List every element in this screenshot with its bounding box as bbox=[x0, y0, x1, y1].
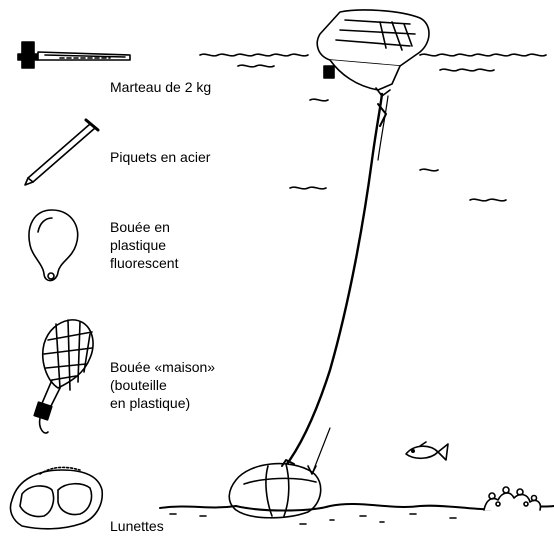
surface-buoy bbox=[316, 9, 430, 97]
mooring-line bbox=[282, 92, 389, 470]
fish-icon bbox=[405, 441, 449, 461]
seabed-coral bbox=[483, 486, 542, 511]
homemade-buoy-label-line-2: (bouteille bbox=[110, 377, 167, 393]
anchor-stone bbox=[228, 427, 331, 519]
water-surface bbox=[199, 53, 547, 202]
hammer-label-line: Marteau de 2 kg bbox=[110, 79, 212, 95]
buoy-label: Bouée en plastique fluorescent bbox=[110, 218, 178, 272]
goggles-icon bbox=[9, 466, 104, 530]
steel-stake-icon bbox=[24, 118, 100, 186]
plastic-buoy-icon bbox=[28, 209, 79, 282]
stakes-label: Piquets en acier bbox=[110, 148, 210, 166]
homemade-buoy-label-line-3: en plastique) bbox=[110, 395, 191, 411]
goggles-label-line: Lunettes bbox=[110, 518, 164, 534]
buoy-label-line-3: fluorescent bbox=[110, 255, 179, 271]
buoy-label-line-2: plastique bbox=[110, 237, 167, 253]
buoy-label-line-1: Bouée en bbox=[110, 219, 170, 235]
bottle-buoy-icon bbox=[33, 319, 94, 434]
homemade-buoy-label: Bouée «maison» (bouteille en plastique) bbox=[110, 358, 215, 412]
stakes-label-line: Piquets en acier bbox=[110, 149, 211, 165]
hammer-label: Marteau de 2 kg bbox=[110, 78, 211, 96]
homemade-buoy-label-line-1: Bouée «maison» bbox=[110, 359, 216, 375]
hammer-icon bbox=[17, 41, 131, 69]
goggles-label: Lunettes bbox=[110, 517, 164, 535]
